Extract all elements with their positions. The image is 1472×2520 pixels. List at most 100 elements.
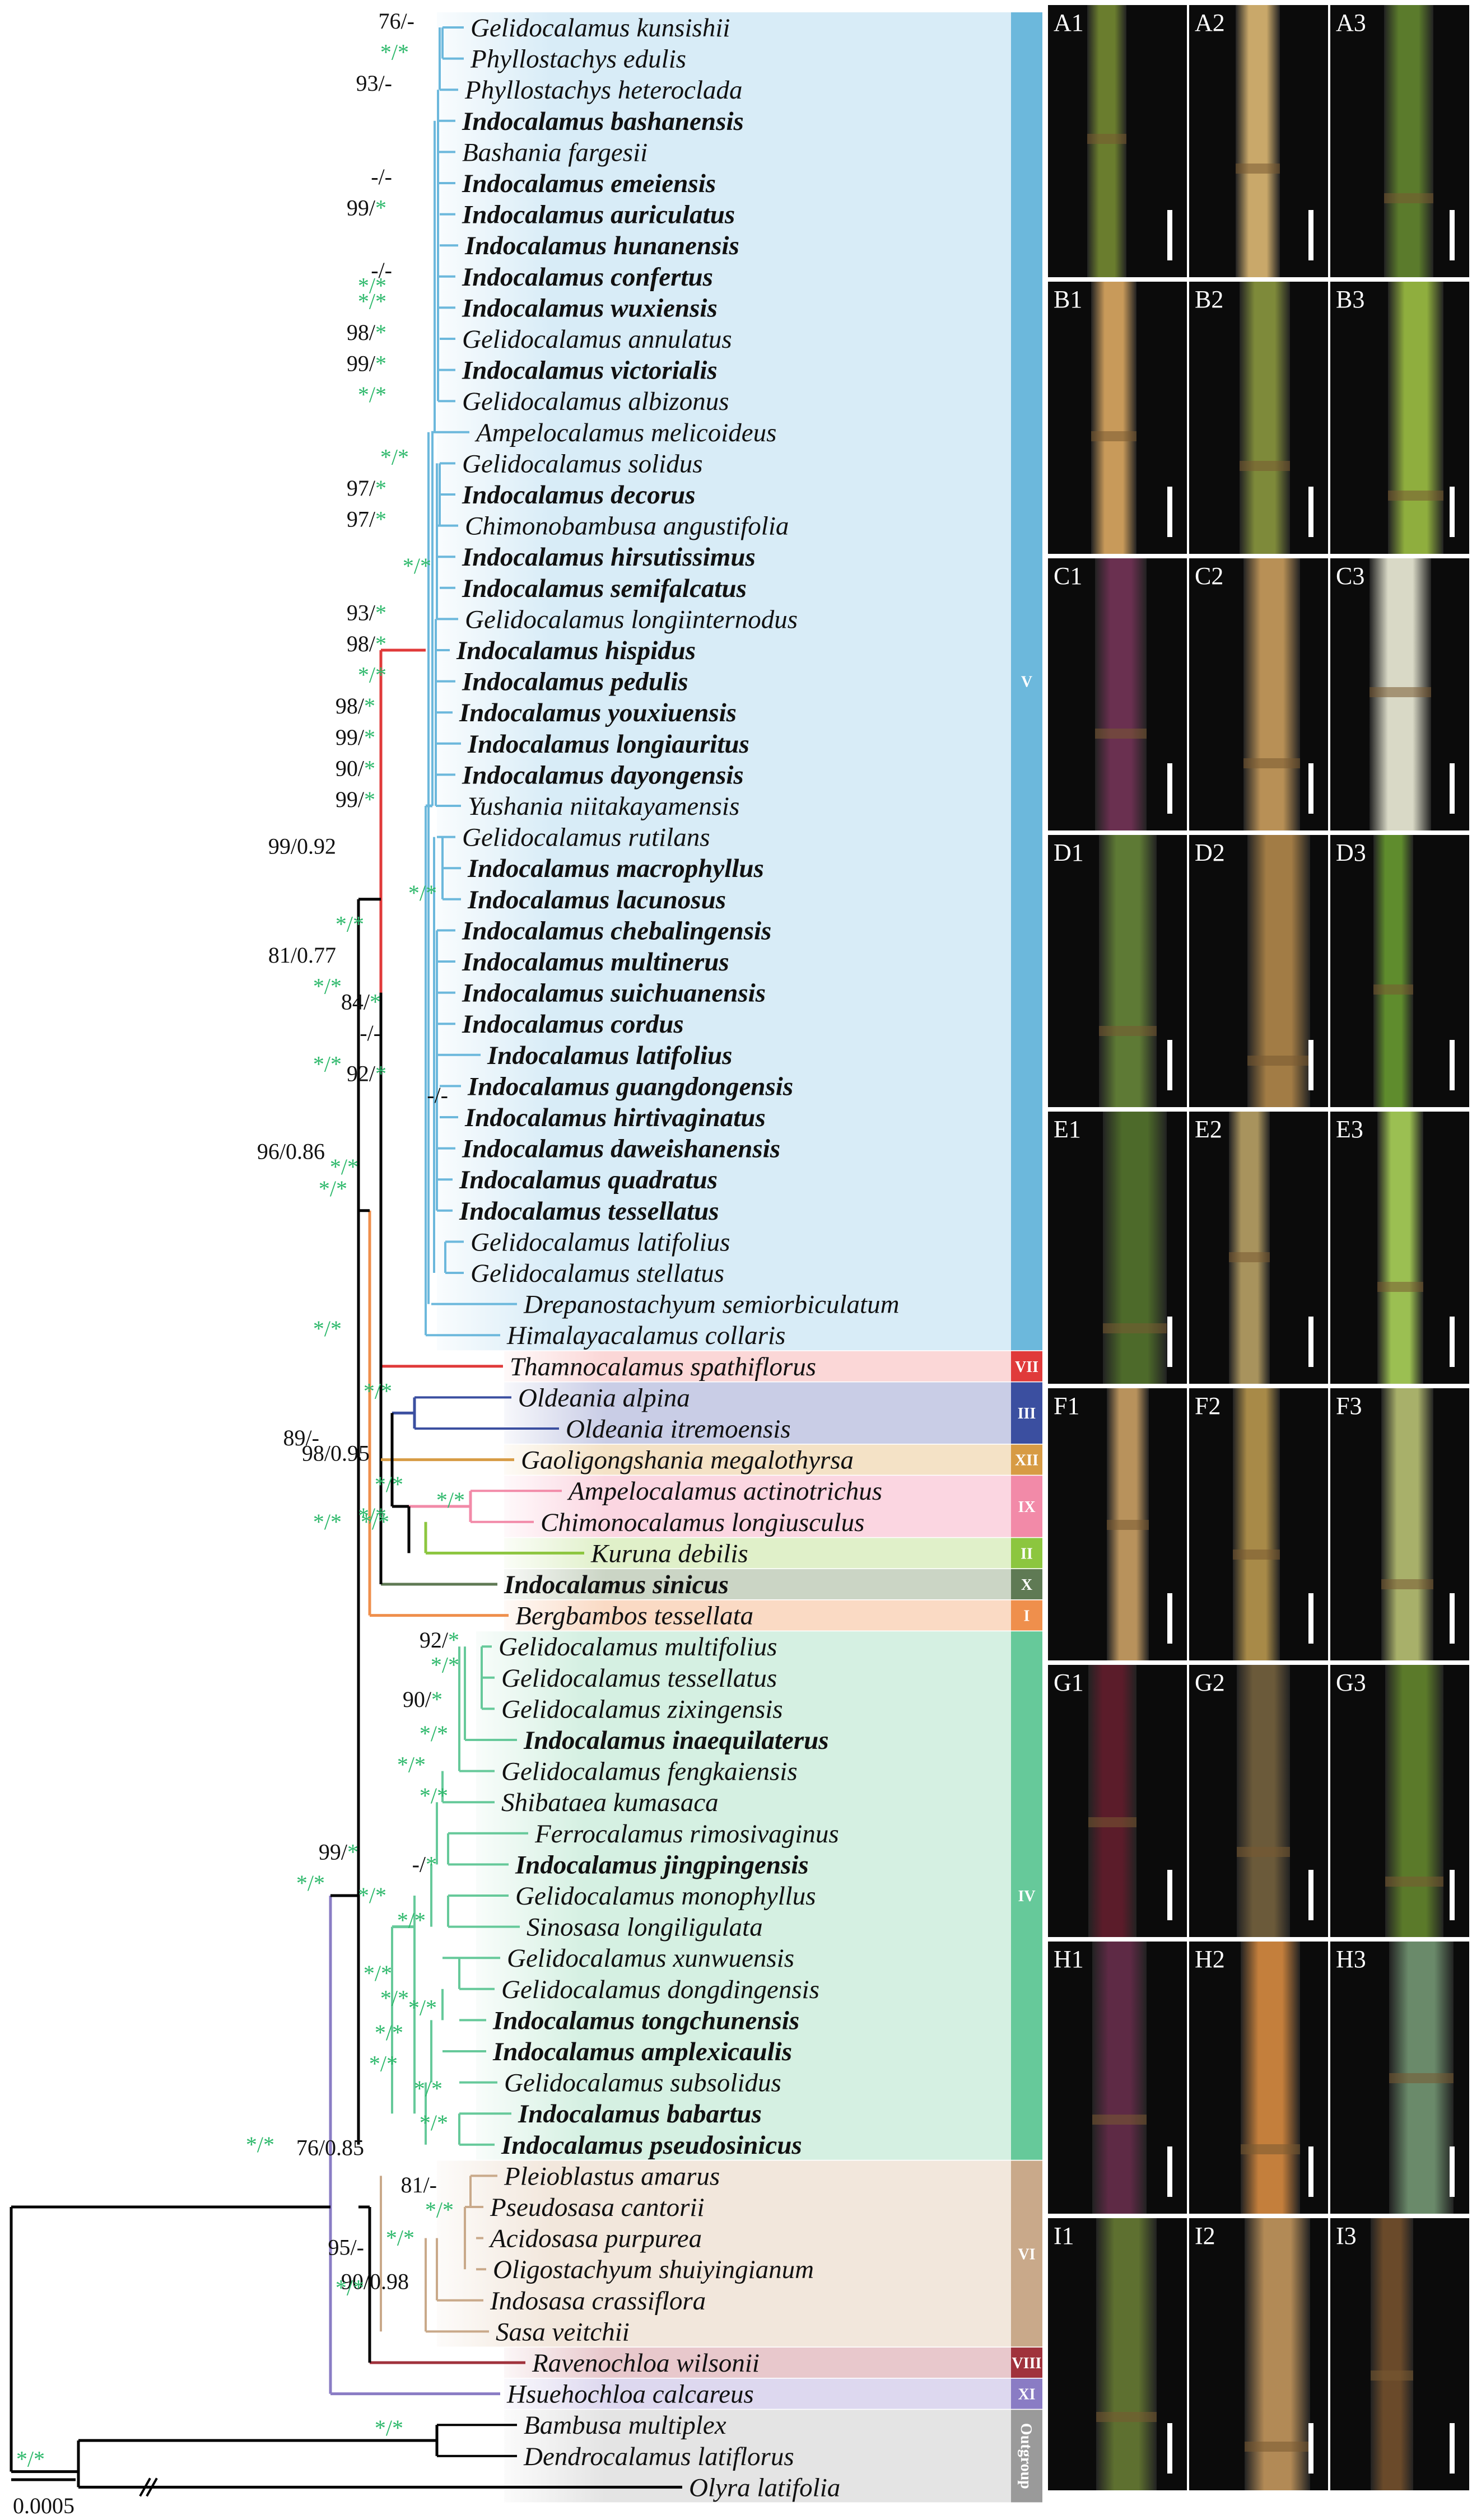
culm-node — [1373, 984, 1413, 995]
support-value: */* — [364, 1378, 392, 1403]
photo-scale-bar — [1308, 487, 1313, 537]
photo-panel-label: B1 — [1054, 286, 1083, 313]
taxon-label: Indocalamus latifolius — [487, 1041, 732, 1070]
culm-photo: D2 — [1189, 835, 1328, 1107]
clade-band-v — [437, 12, 1042, 1351]
support-value: */* — [246, 2132, 274, 2157]
support-value: */* — [397, 1752, 426, 1777]
taxon-label: Indocalamus lacunosus — [467, 885, 726, 914]
clade-band-i — [504, 1600, 1042, 1631]
support-value: */* — [403, 553, 431, 578]
support-value: */* — [408, 1995, 437, 2020]
taxon-label: Hsuehochloa calcareus — [506, 2380, 754, 2409]
support-value: */* — [358, 1883, 386, 1908]
clade-label-i: I — [1024, 1608, 1030, 1625]
bamboo-culm-image — [1388, 282, 1443, 554]
taxon-label: Indocalamus semifalcatus — [462, 574, 747, 603]
culm-photo: I1 — [1048, 2218, 1187, 2490]
taxon-label: Drepanostachyum semiorbiculatum — [523, 1290, 900, 1319]
support-value: 95/- — [328, 2234, 364, 2260]
culm-node — [1388, 491, 1443, 501]
support-value: 76/- — [379, 8, 414, 34]
photo-scale-bar — [1450, 2423, 1455, 2474]
culm-photo: A3 — [1330, 5, 1469, 277]
culm-photo: C3 — [1330, 558, 1469, 830]
taxon-label: Gelidocalamus albizonus — [462, 387, 729, 416]
culm-node — [1229, 1252, 1270, 1262]
support-value: 99/* — [347, 351, 386, 376]
support-value: */* — [358, 382, 386, 407]
taxon-label: Indocalamus cordus — [462, 1010, 684, 1039]
bamboo-culm-image — [1236, 5, 1280, 277]
support-value: */* — [336, 2275, 364, 2300]
photo-panel-label: A1 — [1054, 9, 1084, 36]
taxon-label: Gelidocalamus monophyllus — [515, 1882, 816, 1911]
support-value: 81/- — [401, 2172, 437, 2197]
support-value: 92/* — [347, 1061, 386, 1086]
taxon-label: Ferrocalamus rimosivaginus — [534, 1819, 839, 1849]
bamboo-culm-image — [1384, 5, 1433, 277]
bamboo-culm-image — [1103, 1112, 1167, 1384]
taxon-label: Bashania fargesii — [462, 138, 648, 167]
culm-photo: F2 — [1189, 1388, 1328, 1660]
support-value: */* — [336, 911, 364, 936]
taxon-label: Bergbambos tessellata — [515, 1602, 753, 1631]
culm-node — [1088, 1817, 1136, 1827]
taxon-label: Phyllostachys heteroclada — [464, 76, 743, 105]
support-value: */* — [296, 1870, 325, 1896]
support-value: */* — [408, 880, 437, 906]
taxon-label: Indocalamus hunanensis — [464, 231, 739, 260]
taxon-label: Gelidocalamus kunsishii — [471, 13, 730, 43]
photo-scale-bar — [1167, 1593, 1172, 1644]
bamboo-culm-image — [1385, 1665, 1443, 1937]
support-value: */* — [358, 662, 386, 688]
taxon-label: Gelidocalamus zixingensis — [501, 1695, 783, 1724]
support-value: */* — [375, 2415, 403, 2440]
taxon-label: Sinosasa longiligulata — [527, 1913, 763, 1942]
taxon-label: Ravenochloa wilsonii — [532, 2349, 760, 2378]
support-value: */* — [386, 2225, 414, 2251]
taxon-label: Gelidocalamus solidus — [462, 449, 703, 478]
support-value: 96/0.86 — [257, 1138, 325, 1164]
support-value: 90/* — [403, 1687, 442, 1712]
culm-photo: F1 — [1048, 1388, 1187, 1660]
photo-panel-label: I1 — [1054, 2222, 1074, 2250]
bamboo-culm-image — [1377, 1112, 1423, 1384]
taxon-label: Chimonobambusa angustifolia — [465, 512, 789, 541]
taxon-label: Indocalamus auriculatus — [462, 200, 735, 230]
photo-panel-label: G2 — [1195, 1669, 1225, 1696]
culm-node — [1241, 2144, 1300, 2154]
branch-break — [146, 2477, 158, 2497]
photo-scale-bar — [1167, 1317, 1172, 1367]
bamboo-culm-image — [1233, 1388, 1280, 1660]
culm-node — [1087, 134, 1126, 144]
culm-node — [1099, 1026, 1157, 1036]
culm-node — [1240, 461, 1290, 471]
support-value: 98/* — [347, 320, 386, 345]
support-value: -/- — [371, 258, 392, 283]
culm-photo: I3 — [1330, 2218, 1469, 2490]
support-value: */* — [397, 1908, 426, 1933]
culm-photo: H2 — [1189, 1942, 1328, 2214]
taxon-label: Ampelocalamus melicoideus — [474, 418, 776, 447]
photo-panel-label: I2 — [1195, 2222, 1215, 2250]
clade-band-ii — [504, 1538, 1042, 1569]
support-value: */* — [313, 1052, 342, 1077]
photo-panel-label: I3 — [1336, 2222, 1357, 2250]
support-value: 90/* — [336, 755, 375, 781]
photo-panel-label: F1 — [1054, 1392, 1080, 1420]
taxon-label: Indosasa crassiflora — [490, 2286, 706, 2316]
clade-label-viii: VIII — [1012, 2355, 1042, 2372]
taxon-label: Yushania niitakayamensis — [468, 792, 739, 821]
support-value: 84/* — [341, 989, 381, 1014]
culm-node — [1237, 1847, 1290, 1857]
culm-node — [1371, 2370, 1413, 2381]
bamboo-culm-image — [1096, 2218, 1157, 2490]
support-value: */* — [375, 2020, 403, 2045]
culm-node — [1236, 164, 1280, 174]
clade-label-x: X — [1021, 1576, 1032, 1594]
taxon-label: Indocalamus pedulis — [462, 668, 688, 697]
support-value: 98/* — [336, 693, 375, 718]
bamboo-culm-image — [1381, 1388, 1433, 1660]
bamboo-culm-image — [1241, 1942, 1300, 2214]
